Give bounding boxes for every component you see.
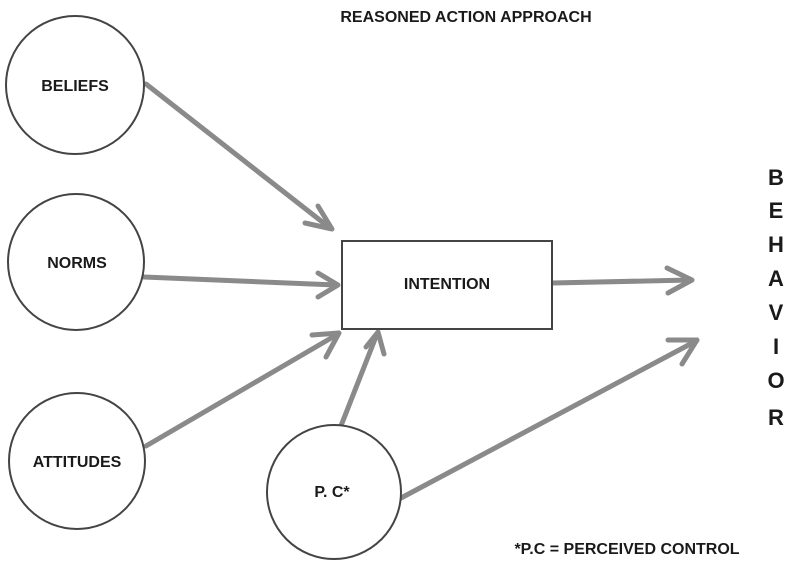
- arrow-pc-to-behavior: [398, 337, 700, 501]
- behavior-label: B E H A V I O R: [767, 165, 784, 430]
- attitudes-label: ATTITUDES: [33, 454, 122, 471]
- node-norms: NORMS: [7, 193, 145, 331]
- behavior-letter: O: [767, 368, 784, 393]
- behavior-letter: H: [768, 232, 784, 257]
- behavior-letter: V: [769, 300, 784, 325]
- pc-circle: [266, 424, 402, 560]
- intention-label: INTENTION: [404, 276, 490, 293]
- behavior-letter: R: [768, 405, 784, 430]
- arrow-norms-to-intention: [141, 270, 341, 300]
- arrow-attitudes-to-intention: [143, 330, 342, 449]
- arrow-intention-to-behavior: [549, 265, 695, 296]
- norms-label: NORMS: [47, 255, 107, 272]
- node-attitudes: ATTITUDES: [8, 392, 146, 530]
- pc-label: P. C*: [314, 484, 350, 501]
- diagram-title: REASONED ACTION APPROACH: [340, 9, 591, 26]
- norms-circle: [7, 193, 145, 331]
- beliefs-circle: [5, 15, 145, 155]
- arrow-pc-to-intention: [334, 329, 387, 439]
- beliefs-label: BELIEFS: [41, 78, 109, 95]
- node-perceived-control: P. C*: [266, 424, 402, 560]
- node-intention: INTENTION: [341, 240, 553, 330]
- footnote: *P.C = PERCEIVED CONTROL: [514, 541, 739, 558]
- node-beliefs: BELIEFS: [5, 15, 145, 155]
- behavior-letter: I: [773, 334, 779, 359]
- behavior-letter: A: [768, 266, 784, 291]
- intention-box: [341, 240, 553, 330]
- arrows: [141, 81, 700, 501]
- arrow-beliefs-to-intention: [143, 81, 335, 232]
- attitudes-circle: [8, 392, 146, 530]
- behavior-letter: B: [768, 165, 784, 190]
- behavior-letter: E: [769, 198, 784, 223]
